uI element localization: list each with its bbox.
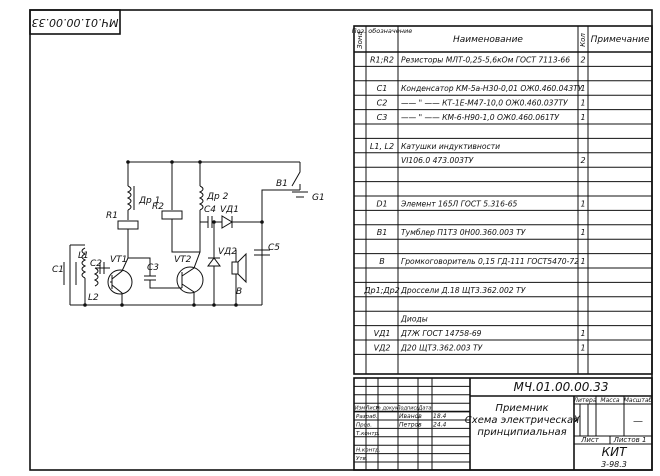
spec-row-qty: 1 [580, 228, 585, 237]
label-c2: С2 [90, 259, 102, 269]
label-b: B [236, 287, 242, 297]
tb-mass-header: Масса [600, 397, 619, 404]
spec-row-name: Д7Ж ГОСТ 14758-69 [400, 329, 482, 338]
tb-title-2: Схема электрическая [465, 415, 579, 426]
sign-date: 24.4 [433, 421, 447, 428]
spec-row-pos: Др1;Др2 [363, 286, 400, 295]
tb-sheet-label: Лист [580, 436, 600, 444]
spec-row-pos: R1;R2 [370, 55, 394, 64]
header-pos: Поз. обозначение [352, 27, 412, 35]
spec-row-qty: 1 [580, 199, 585, 208]
stamp-code: МЧ.01.00.00.33 [31, 16, 118, 29]
spec-table: Зона Кол Поз. обозначение Наименование П… [352, 25, 653, 375]
spec-row-pos: VД2 [374, 343, 391, 352]
sign-header: Подпись [397, 406, 420, 412]
spec-row-pos: B1 [377, 228, 388, 237]
header-name: Наименование [453, 35, 523, 45]
circuit-diagram: Др 1 R1 С1 L1 L2 С2 VТ1 С3 R2 [52, 160, 325, 307]
spec-rows: R1;R2 Резисторы МЛТ-0,25-5,6кОм ГОСТ 7113… [354, 55, 652, 355]
label-r1: R1 [106, 211, 118, 221]
label-c3: С3 [147, 263, 159, 273]
label-l2: L2 [88, 293, 99, 303]
transistor-vt1 [107, 269, 133, 295]
spec-row-name: Тумблер П1Т3 0Н00.360.003 ТУ [401, 228, 527, 237]
tb-title-1: Приемник [495, 403, 548, 414]
spec-row-name: Д20 ЩТ3.362.003 ТУ [400, 343, 484, 352]
label-vd2: VД2 [218, 247, 237, 257]
spec-row-pos: В [379, 257, 385, 266]
label-c1: С1 [52, 265, 64, 275]
sign-role: Разраб. [356, 414, 378, 420]
spec-row-name: Дроссели Д.18 ЩТ3.362.002 ТУ [400, 286, 527, 295]
tb-scale-value: — [633, 416, 643, 427]
tb-code: МЧ.01.00.00.33 [514, 380, 609, 394]
spec-row-qty: 2 [580, 156, 585, 165]
label-l1: L1 [78, 251, 89, 261]
tb-group: 3-98.3 [601, 460, 627, 469]
spec-row-name: Катушки индуктивности [401, 142, 500, 151]
speaker-b [231, 261, 239, 275]
spec-row-name: Резисторы МЛТ-0,25-5,6кОм ГОСТ 7113-66 [401, 55, 570, 64]
tb-org: КИТ [602, 445, 628, 459]
stamp-box: МЧ.01.00.00.33 [29, 9, 121, 35]
header-zone: Зона [356, 31, 364, 49]
tb-lit-header: Литера [572, 397, 596, 404]
resistor-r2 [161, 210, 183, 220]
sign-name: Петров [399, 421, 422, 428]
label-g1: G1 [312, 193, 325, 203]
sign-name: Иванов [399, 413, 422, 420]
spec-row-pos: С1 [377, 84, 388, 93]
spec-row-qty: 1 [580, 257, 585, 266]
spec-row-name: Конденсатор КМ-5а-Н30-0,01 ОЖ0.460.043ТУ [401, 84, 584, 93]
label-dr2: Др 2 [206, 192, 229, 202]
spec-row-qty: 1 [580, 329, 585, 338]
spec-row-qty: 1 [580, 113, 585, 122]
spec-row-pos: L1, L2 [370, 142, 394, 151]
header-qty: Кол [579, 33, 587, 47]
label-c5: С5 [268, 243, 280, 253]
label-vt2: VТ2 [174, 255, 192, 265]
label-vt1: VТ1 [110, 255, 127, 265]
sign-header: № докум. [375, 406, 401, 412]
sign-header: Лист [365, 406, 380, 412]
spec-row-name: Элемент 165Л ГОСТ 5.316-65 [400, 199, 518, 208]
tb-sheets-label: Листов 1 [613, 436, 647, 444]
tb-lit-value: У [574, 415, 580, 425]
spec-row-name: VI106.0 473.003ТУ [401, 156, 475, 165]
tb-title-3: принципиальная [477, 427, 566, 438]
spec-row-pos: D1 [376, 199, 387, 208]
sign-header: Дата [418, 406, 432, 412]
spec-row-qty: 1 [580, 99, 585, 108]
label-b1: B1 [276, 179, 288, 189]
spec-row-pos: С3 [377, 113, 388, 122]
transistor-vt2 [176, 266, 204, 294]
spec-row-qty: 1 [580, 343, 585, 352]
tb-scale-header: Масштаб [624, 397, 653, 404]
spec-row-name: —— " —— КТ-1Е-М47-10,0 ОЖ0.460.037ТУ [401, 99, 569, 108]
spec-row-pos: VД1 [374, 329, 391, 338]
sign-date: 18.4 [433, 413, 447, 420]
spec-row-name: Диоды [400, 315, 428, 324]
sign-header: Изм [355, 406, 365, 412]
label-vd1: VД1 [220, 205, 239, 215]
sheet-frame [29, 9, 653, 471]
spec-row-qty: 1 [580, 84, 585, 93]
sign-role: Утв. [356, 456, 368, 462]
sign-role: Т.контр. [356, 431, 380, 437]
header-pos-text: Поз. обозначение [352, 27, 412, 35]
spec-row-qty: 2 [580, 55, 585, 64]
label-dr1: Др 1 [138, 196, 160, 206]
spec-row-name: —— " —— КМ-6-Н90-1,0 ОЖ0.460.061ТУ [401, 113, 560, 122]
spec-row-pos: С2 [377, 99, 388, 108]
label-r2: R2 [152, 202, 164, 212]
label-c4: С4 [204, 205, 216, 215]
resistor-r1 [117, 220, 139, 230]
sign-role: Пров. [356, 422, 372, 428]
spec-row-name: Громкоговоритель 0,15 ГД-111 ГОСТ5470-72 [401, 257, 579, 266]
header-note: Примечание [591, 35, 650, 45]
sign-role: Н.контр. [356, 448, 381, 454]
